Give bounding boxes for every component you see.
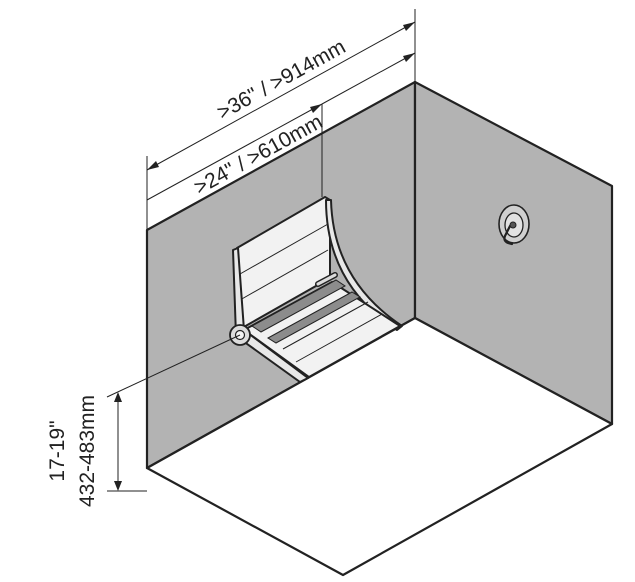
folding-shower-seat-icon <box>229 196 403 383</box>
seat-slot-1 <box>251 279 346 333</box>
seat-slot-2 <box>267 291 361 344</box>
shower-valve-icon <box>498 204 530 246</box>
seat-right-bracket <box>325 199 403 331</box>
seat-height-dimension: 17-19" 432-483mm <box>46 334 241 507</box>
outer-width-label: >36" / >914mm <box>213 35 349 124</box>
seat-height-label-mm: 432-483mm <box>76 395 99 507</box>
seat-height-label-in: 17-19" <box>46 420 69 481</box>
